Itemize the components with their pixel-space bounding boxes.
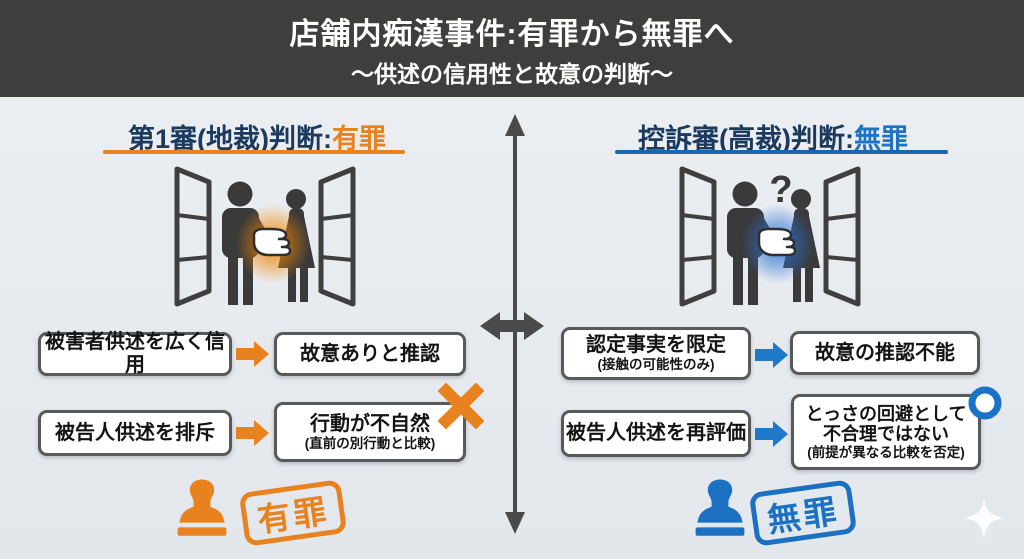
appeal-trial-verdict: 無罪 bbox=[853, 124, 908, 154]
first-trial-heading: 第1審(地裁)判断:有罪 bbox=[42, 117, 472, 156]
appeal-trial-row1-cause-box: 認定事実を限定 (接触の可能性のみ) bbox=[561, 327, 751, 380]
cross-icon bbox=[438, 383, 484, 429]
left-door-icon bbox=[174, 166, 212, 307]
sparkle-icon bbox=[964, 498, 1004, 538]
box-text: 故意の推認不能 bbox=[815, 341, 955, 364]
first-trial-row2-cause-box: 被告人供述を排斥 bbox=[38, 410, 232, 456]
appeal-trial-scene-icon: ? bbox=[679, 166, 861, 307]
first-trial-underline bbox=[103, 150, 405, 154]
question-mark: ? bbox=[769, 169, 792, 211]
box-text: 行動が不自然 bbox=[310, 412, 430, 435]
main-title: 店舗内痴漢事件:有罪から無罪へ bbox=[289, 17, 735, 51]
hand-icon bbox=[252, 227, 292, 257]
right-door-icon bbox=[823, 166, 861, 307]
first-trial-row1-effect-box: 故意ありと推認 bbox=[274, 332, 466, 376]
box-text: 故意ありと推認 bbox=[300, 342, 440, 365]
appeal-trial-row2-effect-box: とっさの回避として 不合理ではない (前提が異なる比較を否定) bbox=[791, 394, 981, 470]
orange-arrow-icon bbox=[236, 420, 269, 446]
appeal-trial-row1-effect-box: 故意の推認不能 bbox=[790, 331, 980, 375]
first-trial-heading-text: 第1審(地裁)判断: bbox=[128, 124, 332, 154]
orange-arrow-icon bbox=[236, 341, 269, 367]
subtitle: 〜供述の信用性と故意の判断〜 bbox=[351, 60, 673, 87]
box-note: (前提が異なる比較を否定) bbox=[807, 444, 965, 460]
blue-arrow-icon bbox=[755, 342, 788, 368]
stamp-icon bbox=[177, 479, 227, 536]
box-text: 被告人供述を排斥 bbox=[55, 421, 215, 444]
first-trial-verdict: 有罪 bbox=[332, 124, 386, 154]
horizontal-double-arrow-icon bbox=[480, 312, 544, 340]
right-door-icon bbox=[318, 166, 356, 307]
stamp-icon bbox=[695, 479, 745, 536]
appeal-trial-heading: 控訴審(高裁)判断:無罪 bbox=[558, 117, 988, 156]
acquittal-stamp-badge: 無罪 bbox=[748, 479, 858, 547]
box-text: 認定事実を限定 bbox=[586, 334, 726, 357]
box-text: 被害者供述を広く信用 bbox=[45, 331, 225, 376]
box-note: (直前の別行動と比較) bbox=[304, 435, 436, 451]
title-bar: 店舗内痴漢事件:有罪から無罪へ 〜供述の信用性と故意の判断〜 bbox=[0, 0, 1024, 97]
box-text: 不合理ではない bbox=[823, 424, 949, 445]
appeal-trial-heading-text: 控訴審(高裁)判断: bbox=[638, 124, 854, 154]
box-text: 被告人供述を再評価 bbox=[566, 422, 746, 444]
first-trial-row2-effect-box: 行動が不自然 (直前の別行動と比較) bbox=[274, 402, 466, 462]
left-door-icon bbox=[679, 166, 717, 307]
blue-arrow-icon bbox=[755, 421, 788, 447]
first-trial-row1-cause-box: 被害者供述を広く信用 bbox=[38, 331, 232, 376]
circle-icon bbox=[968, 386, 1002, 420]
box-note: (接触の可能性のみ) bbox=[597, 357, 715, 373]
box-text: とっさの回避として bbox=[805, 403, 967, 424]
hand-icon bbox=[757, 227, 797, 257]
guilty-stamp-badge: 有罪 bbox=[238, 479, 348, 547]
appeal-trial-underline bbox=[615, 150, 948, 154]
first-trial-scene-icon bbox=[174, 166, 356, 307]
appeal-trial-row2-cause-box: 被告人供述を再評価 bbox=[561, 410, 751, 457]
